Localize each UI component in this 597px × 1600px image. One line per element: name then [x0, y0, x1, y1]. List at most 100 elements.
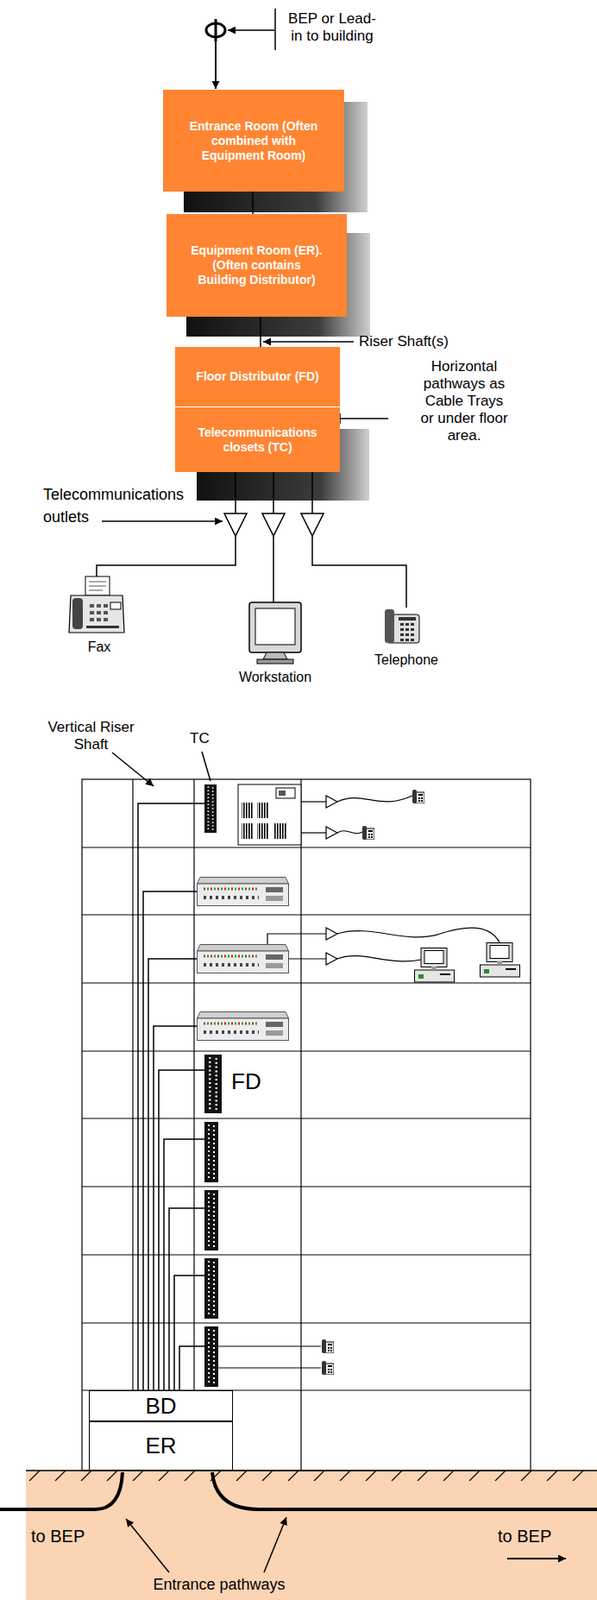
pbx-unit — [276, 787, 296, 799]
riser-cable — [163, 1138, 205, 1390]
bep-leader — [227, 8, 276, 51]
building-outline — [193, 779, 195, 1471]
network-hub — [197, 877, 290, 906]
callout-label: Vertical Riser Shaft — [45, 718, 137, 754]
node-text: Floor Distributor (FD) — [195, 369, 319, 384]
callout-label: Horizontal pathways as Cable Trays or un… — [418, 358, 510, 445]
telephone-icon — [410, 638, 415, 641]
telephone-icon — [400, 622, 404, 626]
telephone-icon — [405, 622, 409, 626]
pathway-pointer — [263, 1516, 287, 1572]
fax-icon — [96, 603, 101, 608]
pathway-leader — [339, 417, 389, 420]
telephone-icon — [410, 628, 415, 631]
telephone-icon — [400, 633, 404, 636]
bep-symbol — [206, 18, 226, 42]
building-outline — [81, 1253, 531, 1255]
node-text: Entrance Room (Often combined with Equip… — [182, 119, 326, 164]
fax-icon — [96, 610, 101, 615]
fax-icon — [103, 617, 108, 622]
workstation-icon — [263, 652, 288, 660]
device: Fax — [60, 576, 139, 656]
node-text: Telecommunications closets (TC) — [183, 425, 332, 455]
outlet-symbol — [224, 513, 324, 536]
network-hub — [197, 1011, 290, 1041]
fax-icon — [103, 610, 108, 615]
station-wiring — [301, 795, 413, 839]
phone-icon — [362, 825, 375, 840]
connector-line — [259, 316, 262, 347]
network-hub — [197, 944, 290, 974]
entrance-pathway — [0, 1471, 597, 1509]
fax-icon — [86, 625, 120, 629]
station-wiring — [218, 1366, 321, 1368]
callout-label: TC — [189, 729, 225, 748]
outlet-symbol — [224, 513, 247, 536]
shaft-leader — [112, 752, 154, 786]
device: Workstation — [232, 602, 319, 686]
direction-arrow — [507, 1557, 566, 1559]
pbx-unit — [241, 802, 254, 818]
station-wiring — [289, 957, 327, 959]
room-box: ER — [88, 1420, 233, 1471]
building-outline — [81, 1321, 531, 1323]
distributor-box: BD — [88, 1389, 233, 1421]
fax-icon — [69, 576, 125, 633]
telephone-icon — [398, 616, 416, 621]
building-outline — [81, 1049, 531, 1051]
telephone-icon — [405, 633, 409, 636]
computer-icon — [414, 948, 455, 983]
workstation-icon — [257, 659, 294, 664]
pbx-unit — [257, 802, 270, 818]
callout-label: Entrance pathways — [141, 1575, 297, 1594]
fax-icon — [88, 585, 107, 587]
station-wiring — [326, 952, 338, 965]
station-wiring — [326, 927, 338, 940]
station-wiring — [326, 795, 338, 808]
station-wiring — [267, 927, 500, 965]
riser-cable — [169, 1207, 205, 1390]
telephone-icon — [410, 622, 415, 626]
station-wiring — [326, 826, 338, 839]
fax-icon — [88, 590, 103, 591]
callout-label: Riser Shaft(s) — [358, 333, 480, 351]
building-outline — [81, 846, 531, 848]
callout-label: FD — [231, 1068, 275, 1094]
riser-cable — [158, 1069, 205, 1390]
station-wiring — [337, 830, 363, 834]
bep-leader — [227, 29, 275, 32]
station-wiring — [337, 955, 422, 962]
patch-panel — [204, 1054, 222, 1113]
node-text: BD — [144, 1393, 176, 1419]
building-outline — [131, 779, 133, 1471]
fax-icon — [89, 610, 95, 615]
patch-panel — [204, 1325, 219, 1387]
distributor-box: Floor Distributor (FD) — [175, 346, 340, 407]
phone-icon — [321, 1338, 334, 1353]
ground — [25, 1470, 597, 1600]
computer-icon — [480, 942, 521, 978]
fax-icon — [89, 603, 95, 608]
station-wiring — [337, 795, 413, 802]
ground — [25, 1470, 597, 1481]
direction-label: to BEP — [497, 1525, 576, 1546]
telephone-icon — [384, 609, 420, 643]
entrance-pathway — [212, 1471, 597, 1509]
node-text: Fax — [87, 638, 112, 656]
riser-cable — [174, 1275, 205, 1390]
riser-cable — [143, 891, 197, 1390]
ground — [25, 1470, 597, 1600]
phone-icon — [412, 789, 425, 804]
phone-icon — [321, 1360, 334, 1375]
station-wiring — [218, 1344, 321, 1346]
station-wiring — [267, 933, 327, 944]
bep-symbol — [214, 18, 218, 42]
building-outline — [81, 913, 531, 915]
riser-cable — [138, 803, 205, 1390]
node-text: Workstation — [238, 668, 312, 686]
patch-panel — [204, 1121, 219, 1182]
riser-cable — [138, 803, 205, 1390]
pbx-unit — [278, 790, 286, 796]
workstation-icon — [255, 608, 296, 645]
